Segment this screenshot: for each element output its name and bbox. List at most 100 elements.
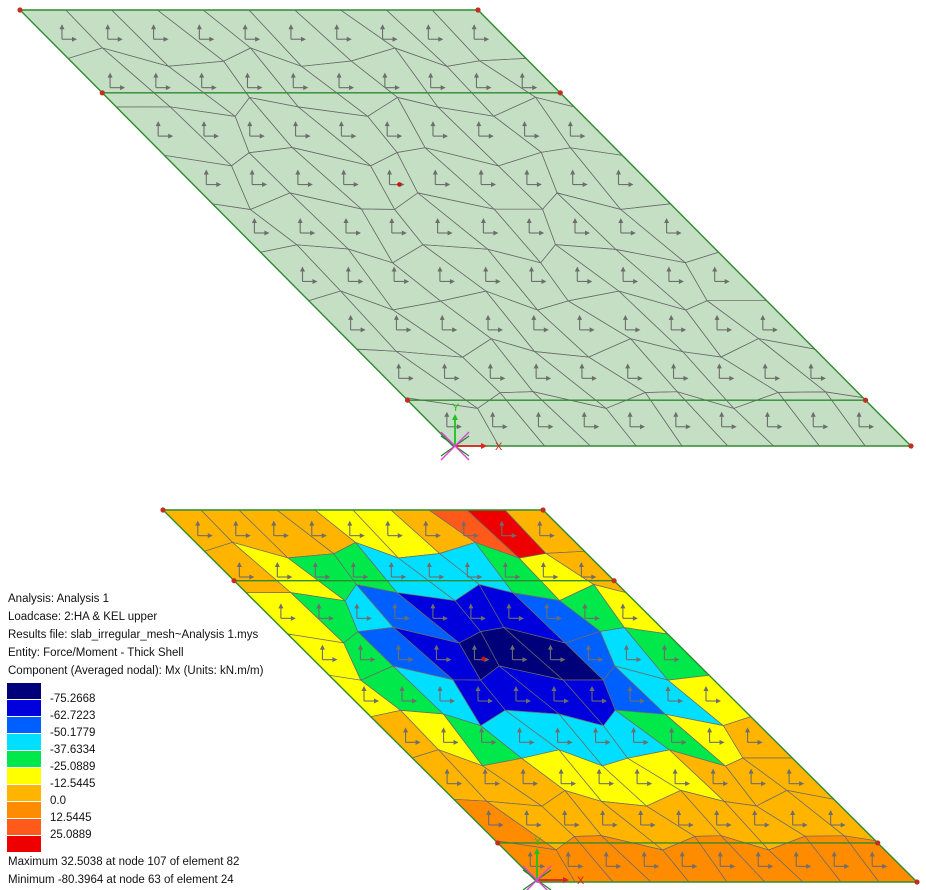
moment-arrowhead xyxy=(600,810,606,815)
moment-arrowhead xyxy=(596,768,602,774)
moment-arrowhead xyxy=(338,121,344,127)
moment-arrowhead xyxy=(350,562,356,567)
moment-arrowhead xyxy=(823,424,829,430)
support-node xyxy=(231,578,237,584)
moment-arrowhead xyxy=(107,72,113,78)
moment-arrowhead xyxy=(529,266,535,272)
monitor-node xyxy=(481,656,486,661)
moment-arrowhead xyxy=(585,230,590,236)
minimum-label: Minimum -80.3964 at node 63 of element 2… xyxy=(8,874,234,886)
moment-arrowhead xyxy=(551,686,557,691)
moment-arrowhead xyxy=(764,411,770,417)
moment-arrowhead xyxy=(531,314,537,320)
moment-arrowhead xyxy=(293,121,299,127)
moment-arrowhead xyxy=(685,781,691,787)
moment-arrowhead xyxy=(536,822,542,828)
moment-arrowhead xyxy=(476,121,482,127)
moment-arrowhead xyxy=(351,133,357,139)
moment-arrowhead xyxy=(678,698,683,704)
moment-arrowhead xyxy=(638,810,644,815)
moment-arrowhead xyxy=(290,72,296,78)
moment-arrowhead xyxy=(245,533,251,539)
moment-arrowhead xyxy=(668,314,674,320)
moment-arrowhead xyxy=(498,822,504,828)
moment-arrowhead xyxy=(449,278,455,284)
loadcase-label: Loadcase: 2:HA & KEL upper xyxy=(8,611,158,623)
moment-arrowhead xyxy=(636,657,642,663)
moment-arrowhead xyxy=(577,314,583,320)
moment-arrowhead xyxy=(522,657,528,663)
legend-tick: -12.5445 xyxy=(50,778,96,790)
moment-arrowhead xyxy=(397,133,403,139)
moment-arrowhead xyxy=(882,863,888,869)
moment-arrowhead xyxy=(439,314,445,320)
moment-arrowhead xyxy=(300,36,306,42)
legend-swatch xyxy=(7,751,41,767)
moment-arrowhead xyxy=(249,574,255,580)
moment-arrowhead xyxy=(553,574,559,580)
moment-arrowhead xyxy=(207,533,213,539)
moment-arrowhead xyxy=(236,562,242,567)
moment-arrowhead xyxy=(633,278,639,284)
moment-arrowhead xyxy=(349,85,355,91)
moment-arrowhead xyxy=(209,36,215,42)
moment-arrowhead xyxy=(348,314,354,320)
moment-arrowhead xyxy=(442,133,448,139)
moment-arrowhead xyxy=(712,266,718,272)
moment-arrowhead xyxy=(625,363,631,369)
moment-arrowhead xyxy=(437,686,443,691)
moment-arrowhead xyxy=(533,363,539,369)
moment-arrowhead xyxy=(480,218,486,223)
moment-arrowhead xyxy=(195,520,201,526)
moment-arrowhead xyxy=(287,574,293,580)
moment-arrowhead xyxy=(666,266,672,272)
legend-swatch xyxy=(7,734,41,750)
moment-arrowhead xyxy=(752,810,758,815)
moment-arrowhead xyxy=(319,644,325,650)
moment-arrowhead xyxy=(247,121,253,127)
moment-arrowhead xyxy=(556,615,562,621)
support-node xyxy=(17,7,23,13)
legend-swatch xyxy=(7,768,41,784)
moment-arrowhead xyxy=(255,36,261,42)
moment-arrowhead xyxy=(288,24,294,30)
moment-arrowhead xyxy=(641,851,647,857)
moment-arrowhead xyxy=(498,327,504,333)
moment-arrowhead xyxy=(471,24,477,30)
moment-arrowhead xyxy=(341,169,347,175)
legend-swatch xyxy=(7,819,41,835)
moment-arrowhead xyxy=(520,768,526,774)
moment-arrowhead xyxy=(547,644,553,650)
moment-arrowhead xyxy=(488,133,494,139)
moment-arrowhead xyxy=(473,533,479,539)
moment-arrowhead xyxy=(303,85,309,91)
moment-arrowhead xyxy=(760,314,766,320)
undeformed-mesh-view xyxy=(17,7,914,449)
axis-triad-top: XY xyxy=(440,402,503,461)
moment-arrowhead xyxy=(380,24,386,30)
moment-arrowhead xyxy=(343,218,349,223)
moment-arrowhead xyxy=(401,574,407,580)
moment-arrowhead xyxy=(664,218,670,223)
moment-arrowhead xyxy=(729,375,735,381)
moment-arrowhead xyxy=(723,781,729,787)
moment-arrowhead xyxy=(692,863,698,869)
moment-arrowhead xyxy=(757,739,763,745)
moment-arrowhead xyxy=(485,314,491,320)
moment-arrowhead xyxy=(486,810,492,815)
support-node xyxy=(914,879,920,885)
moment-arrowhead xyxy=(634,768,640,774)
moment-arrowhead xyxy=(594,424,600,430)
y-arrowhead xyxy=(452,414,458,420)
moment-arrowhead xyxy=(775,375,781,381)
moment-arrowhead xyxy=(453,739,459,745)
moment-arrowhead xyxy=(527,851,533,857)
moment-arrowhead xyxy=(618,218,624,223)
maximum-label: Maximum 32.5038 at node 107 of element 8… xyxy=(8,856,240,868)
support-node xyxy=(99,90,105,96)
moment-arrowhead xyxy=(399,686,405,691)
moment-arrowhead xyxy=(585,644,591,650)
moment-arrowhead xyxy=(412,698,417,704)
moment-arrowhead xyxy=(201,121,207,127)
